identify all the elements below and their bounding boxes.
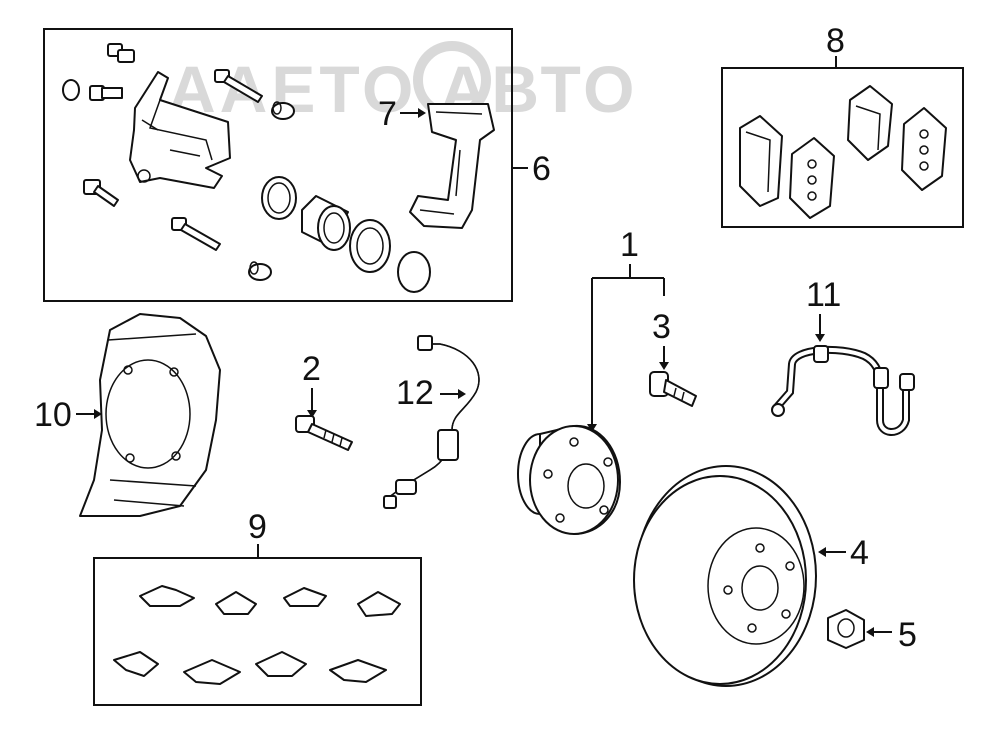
guide-pin-upper: [214, 69, 263, 103]
brake-pad-2: [789, 137, 835, 219]
callout-11: 11: [806, 276, 841, 314]
brake-hose: [771, 345, 915, 436]
callout-10: 10: [34, 396, 72, 434]
shim-set-row-2: [113, 651, 387, 685]
arrow-5: [866, 627, 874, 637]
pin-boot-upper: [271, 101, 295, 120]
shim-set-row-1: [139, 585, 401, 617]
arrow-12: [458, 389, 466, 399]
bleeder-screw: [89, 85, 123, 101]
caliper-kit-box: [43, 28, 513, 302]
brake-pad-3: [847, 85, 893, 161]
brake-pad-1: [739, 115, 783, 207]
arrow-1: [587, 424, 597, 432]
caliper-kit-group: 7: [43, 28, 513, 302]
anti-squeal-shim-kit-group: [93, 557, 422, 706]
brake-rotor: [633, 465, 817, 687]
brake-pad-kit-box: [721, 67, 964, 228]
callout-6: 6: [532, 150, 551, 188]
arrow-3: [659, 362, 669, 370]
wheel-hub: [517, 424, 621, 535]
lug-nut: [827, 609, 865, 649]
callout-2: 2: [302, 350, 321, 388]
arrow-10: [94, 409, 102, 419]
guide-pin-lower: [171, 217, 221, 251]
hub-bolt: [649, 371, 697, 407]
callout-12: 12: [396, 374, 434, 412]
dust-shield: [79, 313, 221, 517]
brake-pad-kit-group: [721, 67, 964, 228]
piston-boot: [349, 219, 391, 273]
callout-8: 8: [826, 22, 845, 60]
piston: [301, 195, 351, 251]
brake-pad-4: [901, 107, 947, 191]
callout-3: 3: [652, 308, 671, 346]
callout-5: 5: [898, 616, 917, 654]
o-ring: [397, 251, 431, 293]
piston-seal: [261, 176, 297, 220]
callout-4: 4: [850, 534, 869, 572]
bleeder-bolt: [107, 43, 135, 63]
pin-boot-lower: [248, 261, 272, 281]
caliper-bracket: [409, 103, 495, 229]
mounting-bolt: [295, 415, 353, 451]
dust-cap: [62, 79, 80, 101]
arrow-11: [815, 334, 825, 342]
arrow-4: [818, 547, 826, 557]
callout-7: 7: [378, 95, 397, 133]
shim-kit-box: [93, 557, 422, 706]
callout-1: 1: [620, 226, 639, 264]
arrow-7: [418, 108, 426, 118]
leader-1: [591, 264, 665, 424]
arrow-2: [307, 410, 317, 418]
callout-9: 9: [248, 508, 267, 546]
abs-sensor-wire: [383, 335, 480, 509]
caliper-body: [129, 71, 231, 189]
mount-bolt-left: [83, 179, 119, 207]
